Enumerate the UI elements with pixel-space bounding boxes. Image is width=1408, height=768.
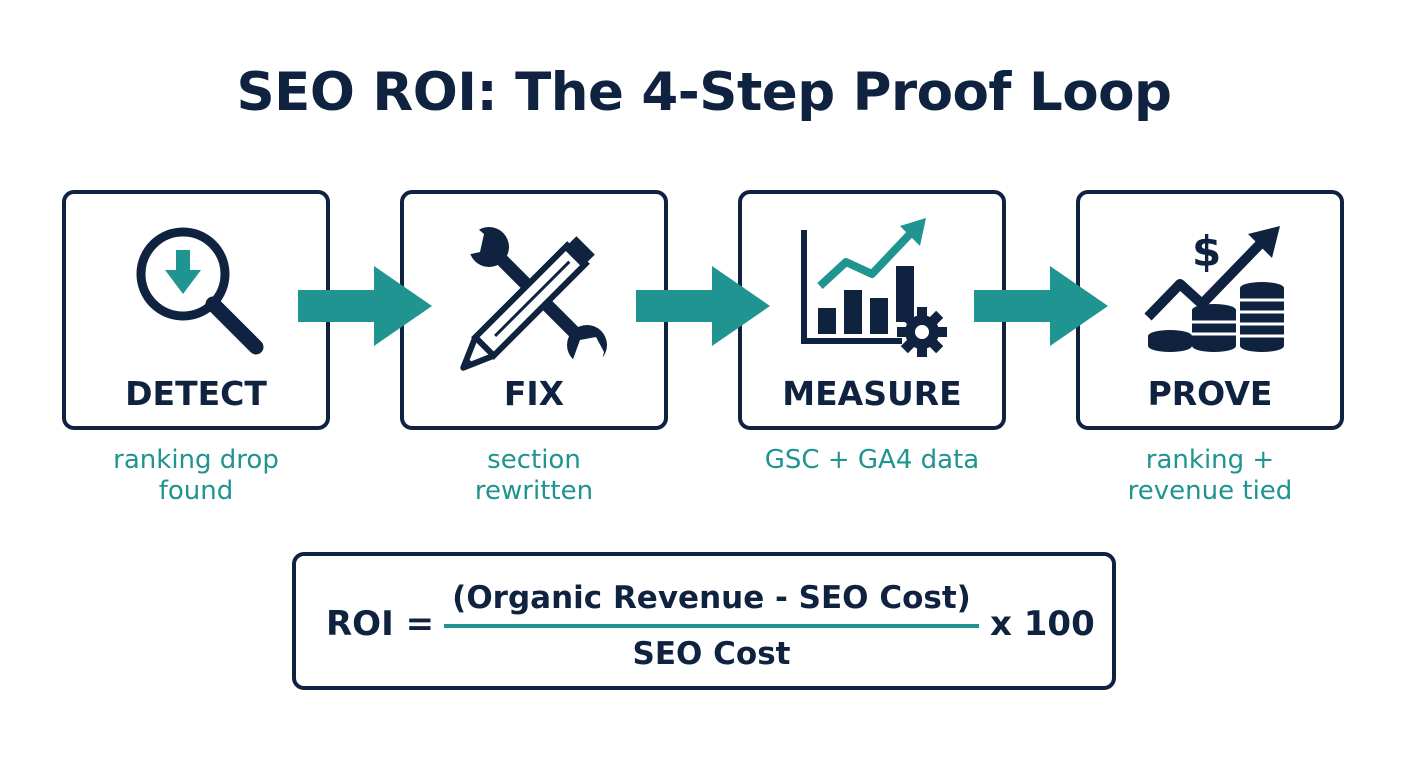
wrench-pencil-icon bbox=[404, 212, 664, 372]
step-label-measure: MEASURE bbox=[782, 374, 962, 413]
formula-numerator: (Organic Revenue - SEO Cost) bbox=[452, 580, 971, 616]
step-prove: $ bbox=[1076, 190, 1344, 430]
arrow-right-icon bbox=[974, 266, 1108, 346]
arrow-right-icon bbox=[298, 266, 432, 346]
dollar-sign: $ bbox=[1192, 227, 1221, 276]
formula-multiplier: x 100 bbox=[990, 604, 1095, 644]
step-measure: MEASURE bbox=[738, 190, 1006, 430]
step-caption-detect: ranking drop found bbox=[113, 445, 279, 506]
dollar-coins-trend-icon: $ bbox=[1080, 212, 1340, 372]
step-caption-fix: section rewritten bbox=[474, 445, 594, 506]
step-label-fix: FIX bbox=[503, 374, 565, 413]
step-label-detect: DETECT bbox=[125, 374, 267, 413]
step-caption-measure: GSC + GA4 data bbox=[764, 445, 980, 475]
fraction-bar bbox=[444, 624, 979, 628]
arrow-right-icon bbox=[636, 266, 770, 346]
page-title: SEO ROI: The 4-Step Proof Loop bbox=[236, 62, 1172, 123]
roi-formula-box: ROI = (Organic Revenue - SEO Cost) SEO C… bbox=[292, 552, 1116, 690]
formula-denominator: SEO Cost bbox=[632, 636, 791, 672]
bar-chart-gear-icon bbox=[742, 212, 1002, 372]
step-caption-prove: ranking + revenue tied bbox=[1127, 445, 1293, 506]
step-fix: FIX bbox=[400, 190, 668, 430]
step-label-prove: PROVE bbox=[1147, 374, 1273, 413]
magnifier-down-arrow-icon bbox=[66, 212, 326, 372]
step-detect: DETECT bbox=[62, 190, 330, 430]
formula-lhs: ROI = bbox=[326, 604, 435, 644]
